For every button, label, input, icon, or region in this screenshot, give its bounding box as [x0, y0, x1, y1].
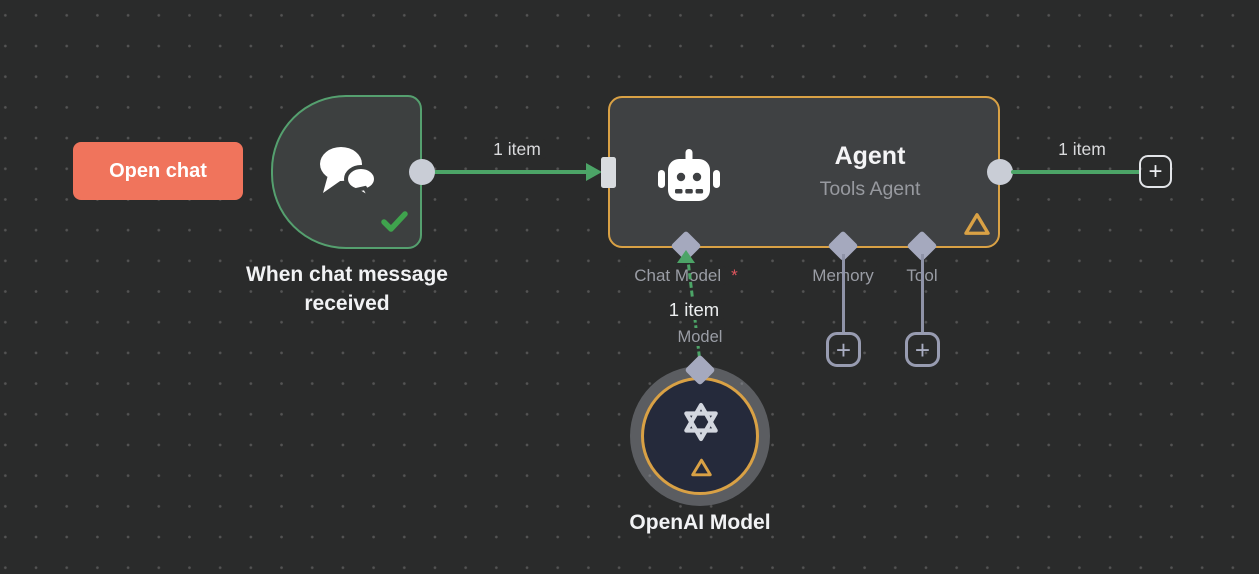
model-connection-items-label: 1 item — [644, 299, 744, 321]
robot-icon — [655, 148, 723, 211]
add-next-node-button[interactable]: + — [1139, 155, 1172, 188]
tool-stub-line — [920, 254, 924, 334]
trigger-node-label: When chat message received — [246, 263, 448, 315]
agent-output-items-label: 1 item — [1032, 139, 1132, 160]
warning-triangle-icon — [963, 212, 991, 241]
add-tool-button[interactable]: + — [905, 332, 940, 367]
agent-node[interactable]: Agent Tools Agent — [608, 96, 1000, 248]
open-chat-button[interactable]: Open chat — [73, 142, 243, 200]
plus-icon: + — [914, 334, 931, 365]
connection-items-label: 1 item — [467, 139, 567, 160]
connection-trigger-to-agent — [422, 170, 590, 174]
required-marker: * — [726, 266, 743, 285]
chat-model-port-label: Chat Model* — [606, 266, 766, 286]
openai-model-node[interactable] — [641, 377, 759, 495]
warning-triangle-icon — [690, 458, 713, 482]
connection-agent-output — [1011, 170, 1141, 174]
agent-input-connector[interactable] — [601, 157, 616, 188]
agent-node-title: Agent — [834, 142, 906, 170]
check-icon — [381, 211, 408, 238]
openai-node-label: OpenAI Model — [629, 511, 771, 534]
memory-stub-line — [841, 254, 845, 334]
openai-logo-icon — [679, 400, 723, 449]
plus-icon: + — [835, 334, 852, 365]
connection-arrowhead — [586, 162, 602, 181]
agent-output-connector[interactable] — [987, 159, 1013, 185]
agent-node-subtitle: Tools Agent — [819, 178, 921, 200]
model-connection-port-label: Model — [650, 328, 750, 347]
add-memory-button[interactable]: + — [826, 332, 861, 367]
trigger-output-connector[interactable] — [409, 159, 435, 185]
chat-bubbles-icon — [315, 143, 381, 206]
chat-trigger-node[interactable] — [271, 95, 422, 249]
plus-icon: + — [1148, 157, 1163, 185]
connection-arrowhead-up — [677, 250, 695, 263]
